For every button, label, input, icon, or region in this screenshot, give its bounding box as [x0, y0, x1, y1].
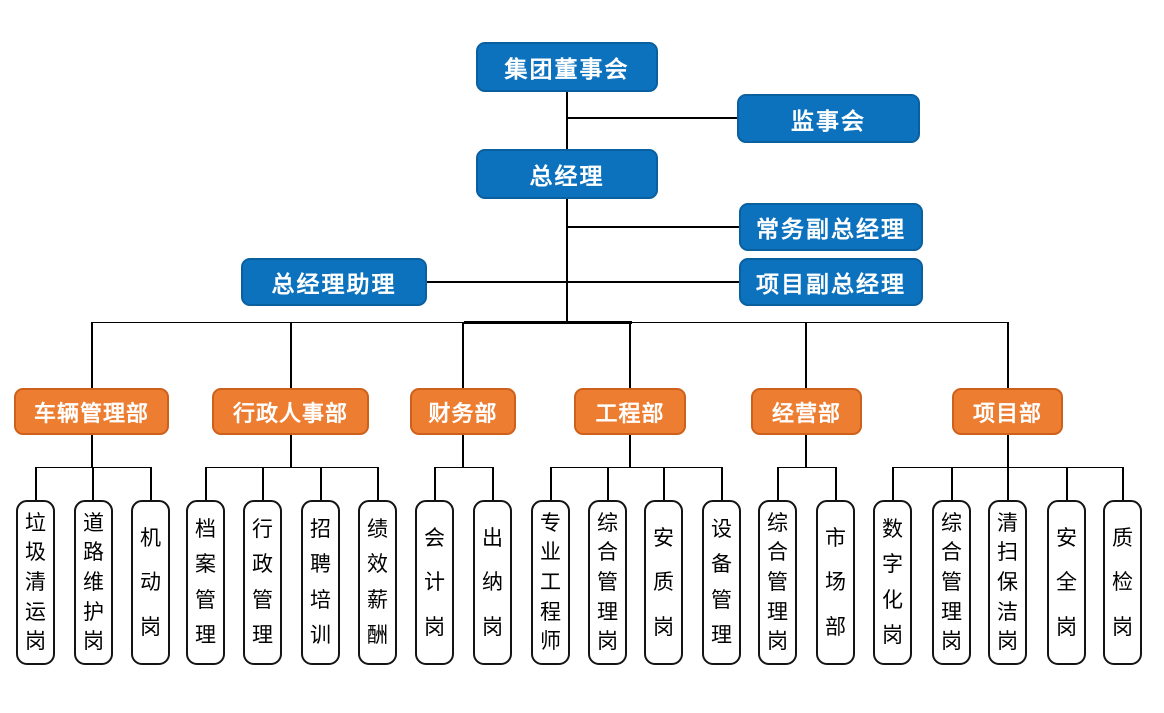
dept-admin-hr: 行政人事部 — [212, 388, 369, 435]
position-box: 安质岗 — [644, 500, 683, 665]
node-general-manager: 总经理 — [476, 149, 658, 199]
connector — [550, 466, 722, 468]
connector — [777, 467, 779, 500]
connector — [205, 467, 207, 500]
connector — [566, 198, 568, 323]
node-supervisory-board: 监事会 — [737, 94, 920, 143]
connector — [721, 467, 723, 500]
position-box: 市场部 — [816, 500, 855, 665]
position-box: 招聘培训 — [301, 500, 340, 665]
position-box: 质检岗 — [1103, 500, 1142, 665]
connector — [92, 467, 94, 500]
position-box: 绩效薪酬 — [358, 500, 397, 665]
position-box: 设备管理 — [702, 500, 741, 665]
connector — [607, 467, 609, 500]
connector — [1122, 467, 1124, 500]
connector — [663, 467, 665, 500]
connector — [434, 466, 493, 468]
node-board-of-directors: 集团董事会 — [476, 42, 658, 92]
connector — [205, 466, 378, 468]
connector — [320, 467, 322, 500]
connector — [566, 117, 738, 119]
node-executive-deputy-gm: 常务副总经理 — [739, 203, 923, 251]
connector — [835, 467, 837, 500]
dept-operations: 经营部 — [751, 388, 862, 435]
connector — [566, 92, 568, 150]
connector — [1066, 467, 1068, 500]
position-box: 出纳岗 — [473, 500, 512, 665]
connector — [550, 467, 552, 500]
position-box: 行政管理 — [243, 500, 282, 665]
connector — [91, 435, 93, 468]
connector — [1007, 322, 1009, 388]
connector — [777, 466, 836, 468]
dept-finance: 财务部 — [410, 388, 516, 435]
connector — [492, 467, 494, 500]
connector — [1007, 435, 1009, 468]
connector — [629, 435, 631, 468]
node-project-deputy-gm: 项目副总经理 — [739, 258, 923, 306]
connector — [566, 226, 740, 228]
position-box: 综合管理岗 — [932, 500, 971, 665]
connector — [951, 467, 953, 500]
dept-engineering: 工程部 — [574, 388, 686, 435]
position-box: 数字化岗 — [873, 500, 912, 665]
connector — [377, 467, 379, 500]
position-box: 垃圾清运岗 — [16, 500, 55, 665]
connector — [434, 467, 436, 500]
connector — [805, 322, 807, 388]
connector — [290, 322, 292, 388]
position-box: 安全岗 — [1047, 500, 1086, 665]
connector — [464, 320, 632, 324]
connector — [892, 467, 894, 500]
connector — [462, 435, 464, 468]
position-box: 清扫保洁岗 — [988, 500, 1027, 665]
connector — [629, 322, 631, 388]
connector — [35, 467, 37, 500]
position-box: 会计岗 — [415, 500, 454, 665]
connector — [427, 281, 740, 283]
dept-project: 项目部 — [952, 388, 1063, 435]
position-box: 专业工程师 — [531, 500, 570, 665]
connector — [262, 467, 264, 500]
connector — [91, 322, 93, 388]
position-box: 档案管理 — [186, 500, 225, 665]
node-gm-assistant: 总经理助理 — [241, 258, 427, 306]
dept-vehicle-management: 车辆管理部 — [14, 388, 169, 435]
position-box: 综合管理岗 — [758, 500, 797, 665]
connector — [290, 435, 292, 468]
position-box: 综合管理岗 — [588, 500, 627, 665]
connector — [150, 467, 152, 500]
position-box: 道路维护岗 — [74, 500, 113, 665]
connector — [462, 322, 464, 388]
connector — [805, 435, 807, 468]
position-box: 机动岗 — [131, 500, 170, 665]
connector — [1007, 467, 1009, 500]
